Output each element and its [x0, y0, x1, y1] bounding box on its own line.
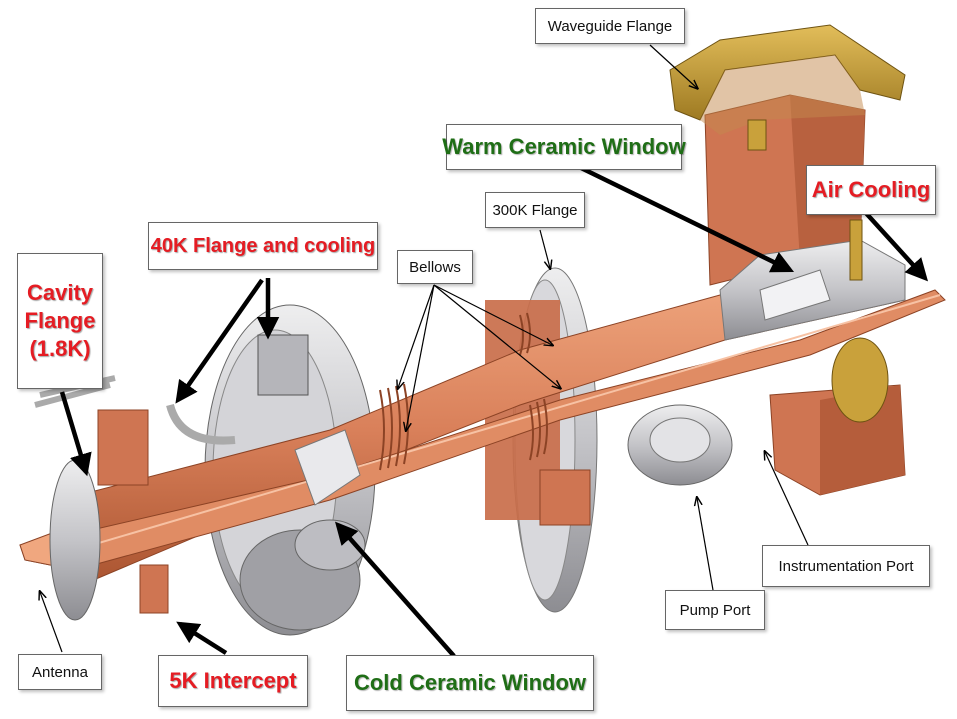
arrow-cold-window: [335, 521, 456, 658]
label-cold-ceramic-window: Cold Ceramic Window: [346, 655, 594, 711]
intercept-5k-body: [139, 564, 169, 614]
cavity-flange-line-2: Flange: [24, 308, 96, 333]
arrow-bellows-b: [406, 284, 435, 430]
label-waveguide-flange: Waveguide Flange: [535, 8, 685, 44]
label-antenna: Antenna: [18, 654, 102, 690]
arrow-waveguide: [649, 44, 697, 88]
arrow-warm-window: [574, 162, 795, 273]
arrow-5k: [176, 621, 228, 655]
cavity-flange-body: [34, 375, 236, 621]
instrumentation-port-body: [769, 337, 906, 496]
warm-window-body: [759, 269, 831, 321]
arrow-bellows-c: [433, 284, 552, 345]
arrow-antenna: [40, 592, 63, 653]
arrow-air-cooling: [863, 210, 929, 282]
label-5k-intercept: 5K Intercept: [158, 655, 308, 707]
arrow-cavity: [59, 391, 92, 477]
label-air-cooling: Air Cooling: [806, 165, 936, 215]
waveguide: [669, 24, 906, 286]
label-bellows: Bellows: [397, 250, 473, 284]
label-cavity-flange: Cavity Flange (1.8K): [17, 253, 103, 389]
label-40k-flange-and-cooling: 40K Flange and cooling: [148, 222, 378, 270]
arrow-bellows-d: [433, 284, 560, 388]
cavity-flange-line-3: (1.8K): [29, 336, 91, 361]
air-cooling-body: [849, 219, 863, 281]
label-pump-port: Pump Port: [665, 590, 765, 630]
arrow-bellows-a: [398, 284, 435, 388]
pump-port-body: [627, 404, 733, 486]
arrow-pump: [697, 498, 714, 591]
arrow-40k-b: [175, 278, 264, 404]
cavity-flange-line-1: Cavity: [26, 280, 94, 305]
label-instrumentation-port: Instrumentation Port: [762, 545, 930, 587]
label-300k-flange: 300K Flange: [485, 192, 585, 228]
label-warm-ceramic-window: Warm Ceramic Window: [442, 124, 686, 170]
arrow-300k: [539, 229, 550, 268]
pointer-arrows: [40, 44, 929, 658]
arrow-instrumentation: [765, 452, 809, 546]
